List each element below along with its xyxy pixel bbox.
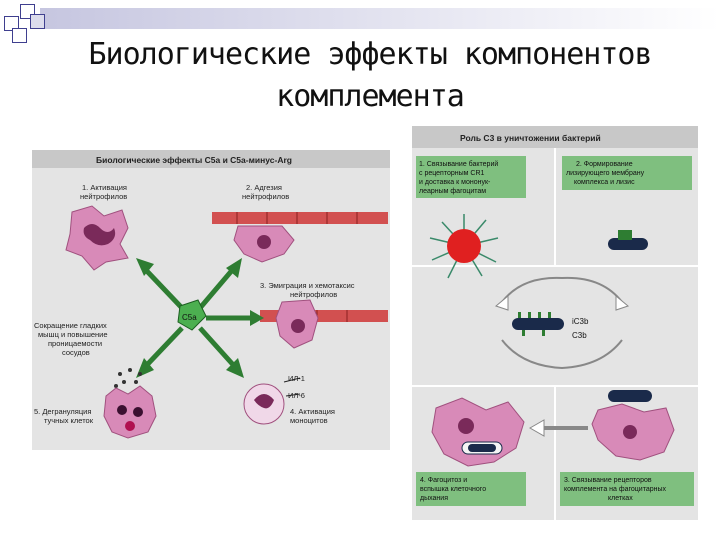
phagocyte-nucleus: [458, 418, 474, 434]
mast-cell: [103, 385, 157, 439]
mast-cell-granule: [117, 405, 127, 415]
label-smooth-muscle-2: мышц и повышение: [38, 330, 108, 339]
deco-square: [12, 28, 27, 43]
label-il6: ИЛ-6: [288, 391, 305, 400]
vessel-wall-top: [212, 212, 388, 224]
label-emigration: 3. Эмиграция и хемотаксис: [260, 281, 355, 290]
green-arrows: [136, 258, 264, 378]
label-box-binding: [416, 156, 526, 198]
label-ic3b: iC3b: [572, 317, 589, 326]
mast-cell-nucleus: [125, 421, 135, 431]
cycle-arrowhead: [494, 294, 509, 311]
granules: [114, 368, 142, 388]
emigrating-neutrophil-nucleus: [291, 319, 305, 333]
label-phagocytosis-1: 4. Фагоцитоз и: [420, 477, 467, 484]
label-c3b: C3b: [572, 331, 587, 340]
neutrophil-nucleus: [83, 224, 116, 246]
slide-title: Биологические эффекты компонентов компле…: [40, 34, 700, 118]
deco-square: [30, 14, 45, 29]
il6-arrow: [285, 393, 301, 397]
il1-arrow: [283, 377, 301, 383]
c3b-fragments: [518, 312, 551, 336]
label-membrane-1: 2. Формирование: [576, 161, 633, 168]
cycle-arrow: [501, 339, 623, 370]
membrane-attack-complex: [618, 230, 632, 240]
c5a-molecule: [177, 299, 207, 331]
adhered-neutrophil-nucleus: [257, 235, 271, 249]
left-panel-header: Биологические эффекты С5а и С5а-минус-Ar…: [96, 155, 292, 165]
deco-square: [4, 16, 19, 31]
label-binding-2: с рецепторным CR1: [419, 170, 485, 177]
label-box-phagocytosis: [416, 472, 526, 506]
right-diagram-panel: Роль С3 в уничтожении бактерий 1. Связыв…: [412, 126, 698, 520]
opsonized-bacterium: [512, 318, 564, 330]
label-monocyte-activation-2: моноцитов: [290, 416, 328, 425]
label-smooth-muscle-1: Сокращение гладких: [34, 321, 107, 330]
left-diagram-panel: Биологические эффекты С5а и С5а-минус-Ar…: [32, 150, 390, 450]
label-phagocytosis-3: дыхания: [420, 495, 448, 502]
label-activation-neutrophils: 1. Активация: [82, 183, 127, 192]
right-panel-header: Роль С3 в уничтожении бактерий: [460, 133, 601, 143]
slide-title-line2: комплемента: [276, 79, 465, 114]
slide-title-line1: Биологические эффекты компонентов: [88, 37, 652, 72]
transfer-arrowhead: [528, 419, 545, 437]
mast-cell-granule: [133, 407, 143, 417]
label-adhesion-2: нейтрофилов: [242, 192, 289, 201]
label-monocyte-activation: 4. Активация: [290, 407, 335, 416]
label-membrane-2: лизирующего мембрану: [566, 169, 645, 177]
cycle-arrow: [501, 276, 623, 303]
label-binding-1: 1. Связывание бактерий: [419, 160, 498, 168]
label-smooth-muscle-4: сосудов: [62, 348, 90, 357]
label-binding-3: и доставка к мононук-: [419, 179, 491, 186]
red-bacterium: [447, 229, 481, 263]
engulfed-bacterium: [468, 444, 496, 452]
label-receptor-1: 3. Связывание рецепторов: [564, 477, 652, 484]
cycle-arrowhead: [615, 294, 630, 311]
label-membrane-3: комплекса и лизис: [574, 179, 635, 186]
label-receptor-3: клетках: [608, 495, 633, 502]
lysis-bacterium: [608, 238, 648, 250]
label-binding-4: леарным фагоцитам: [419, 188, 486, 195]
label-box-receptor: [560, 472, 694, 506]
label-emigration-2: нейтрофилов: [290, 290, 337, 299]
phagocyte-receptor-nucleus: [623, 425, 637, 439]
label-adhesion: 2. Адгезия: [246, 183, 282, 192]
label-smooth-muscle-3: проницаемости: [48, 339, 102, 348]
top-gradient-bar: [40, 8, 720, 29]
monocyte-nucleus: [254, 394, 274, 409]
label-phagocytosis-2: вспышка клеточного: [420, 486, 486, 493]
label-degranulation: 5. Дегрануляция: [34, 407, 91, 416]
label-activation-neutrophils-2: нейтрофилов: [80, 192, 127, 201]
c5a-label: С5а: [182, 313, 197, 322]
label-il1: ИЛ-1: [288, 374, 305, 383]
label-box-membrane: [562, 156, 692, 190]
label-receptor-2: комплемента на фагоцитарных: [564, 486, 667, 493]
receptor-bound-bacterium: [608, 390, 652, 402]
label-degranulation-2: тучных клеток: [44, 416, 94, 425]
